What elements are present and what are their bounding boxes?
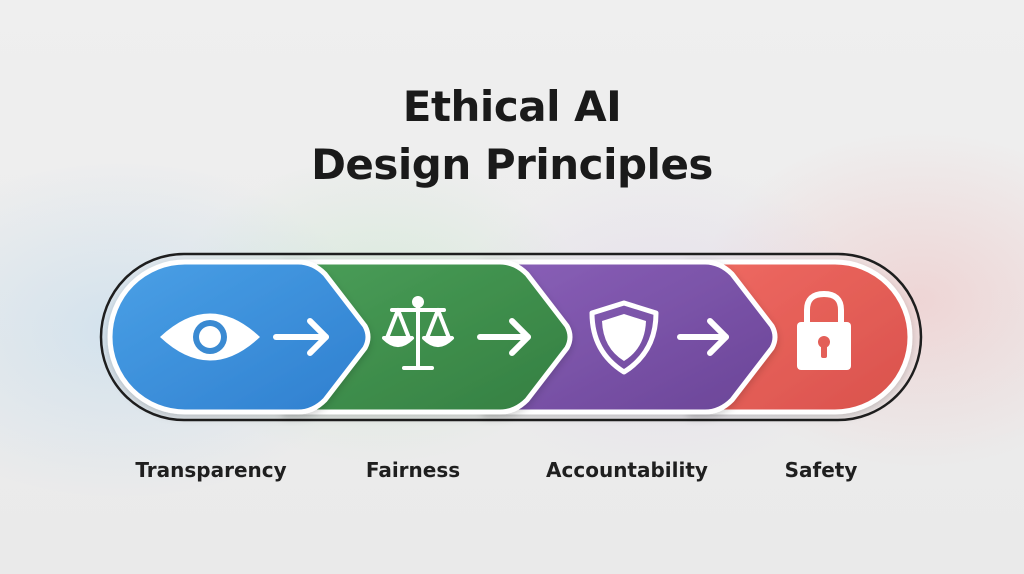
page-title: Ethical AI Design Principles xyxy=(0,78,1024,194)
label-fairness: Fairness xyxy=(365,458,461,482)
eye-icon xyxy=(160,313,260,361)
title-line-2: Design Principles xyxy=(311,140,713,189)
arrow-right-icon xyxy=(677,318,729,356)
label-transparency: Transparency xyxy=(135,458,287,482)
label-accountability: Accountability xyxy=(546,458,708,482)
shield-icon xyxy=(589,300,659,375)
scales-icon xyxy=(382,296,454,370)
lock-icon xyxy=(797,290,851,370)
capsule-outline xyxy=(99,252,923,422)
title-line-1: Ethical AI xyxy=(402,82,622,131)
label-safety: Safety xyxy=(784,458,858,482)
arrow-right-icon xyxy=(477,318,531,356)
arrow-right-icon xyxy=(273,318,329,356)
